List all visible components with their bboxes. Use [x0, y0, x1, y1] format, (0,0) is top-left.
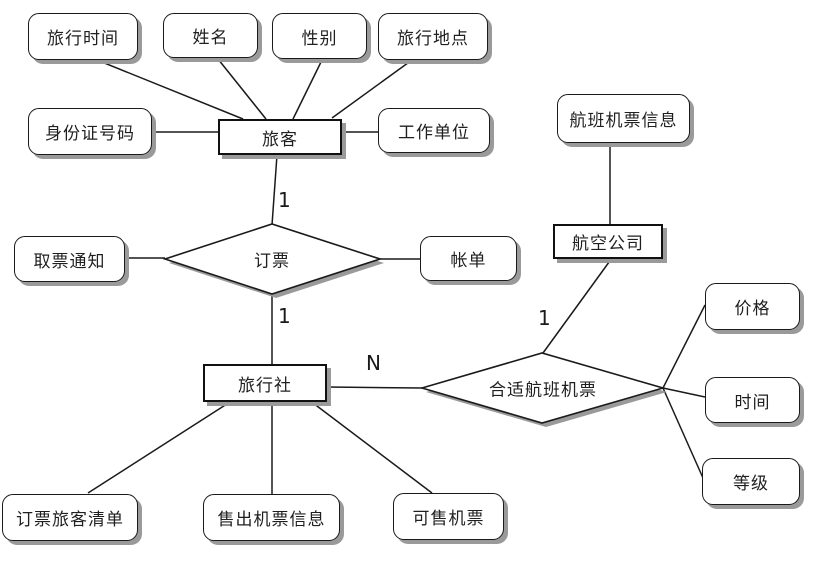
attribute-flight-ticket-info: 航班机票信息 [557, 94, 690, 143]
attribute-travel-place: 旅行地点 [378, 13, 488, 60]
relationship-booking-diamond [162, 223, 384, 298]
entity-passenger: 旅客 [218, 119, 342, 155]
attribute-grade: 等级 [702, 458, 800, 505]
cardinality-booking-travel-agency: 1 [278, 304, 291, 328]
attribute-work-unit: 工作单位 [378, 108, 490, 153]
attribute-time: 时间 [705, 377, 800, 423]
attribute-id-number: 身份证号码 [28, 108, 152, 155]
relationship-booking-label: 订票 [254, 251, 290, 272]
attribute-bill: 帐单 [420, 236, 517, 281]
attribute-gender: 性别 [272, 13, 367, 59]
attribute-booking-passenger-list: 订票旅客清单 [2, 494, 138, 541]
cardinality-passenger-booking: 1 [278, 188, 291, 212]
attribute-name: 姓名 [163, 13, 258, 58]
relationship-suitable-flight-label: 合适航班机票 [489, 380, 597, 401]
attribute-travel-time: 旅行时间 [28, 13, 138, 60]
attribute-sellable-tickets: 可售机票 [393, 493, 504, 540]
attribute-sold-ticket-info: 售出机票信息 [203, 494, 340, 541]
entity-travel-agency: 旅行社 [203, 364, 327, 402]
attribute-pickup-notice: 取票通知 [14, 236, 125, 282]
attribute-price: 价格 [705, 283, 800, 330]
relationship-suitable-flight-diamond [419, 352, 667, 427]
cardinality-airline-suitable-flight: 1 [538, 306, 551, 330]
entity-airline: 航空公司 [553, 224, 663, 259]
cardinality-agency-suitable-flight: N [366, 351, 381, 375]
